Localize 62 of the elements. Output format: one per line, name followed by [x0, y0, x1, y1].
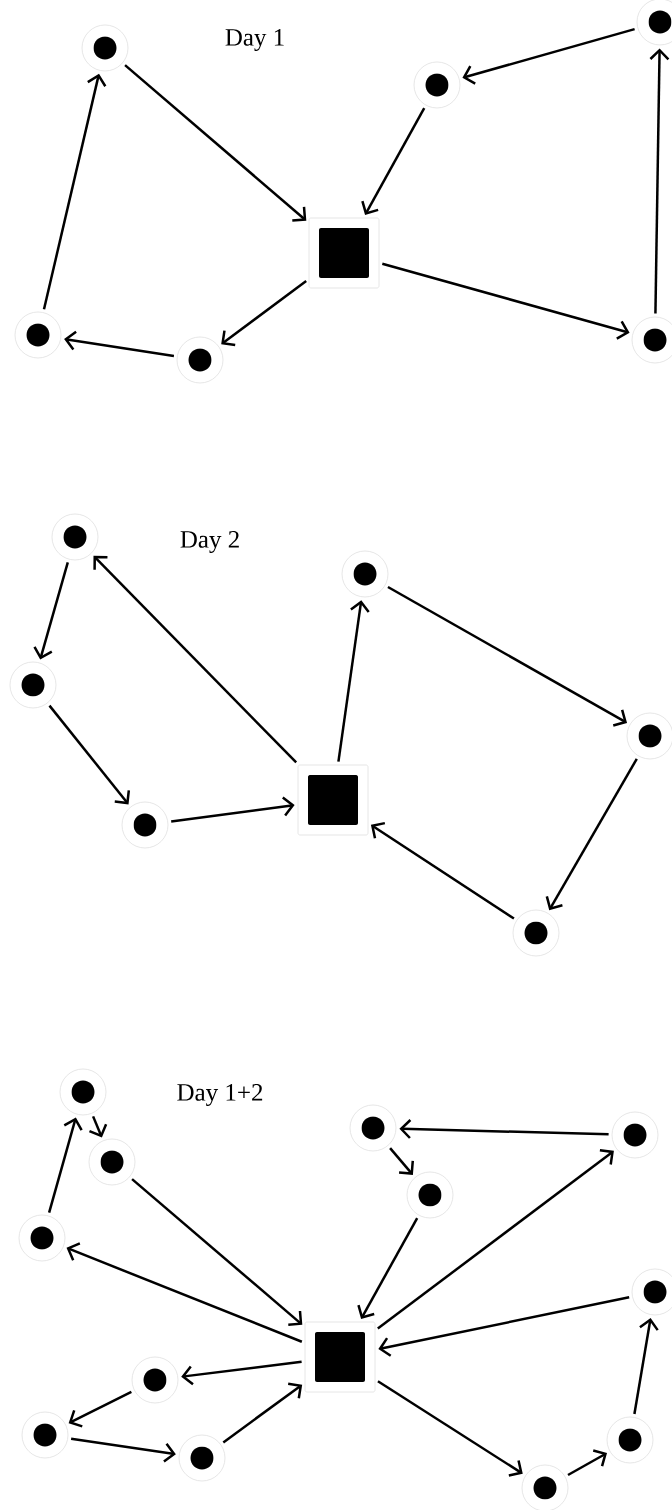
dot-node [349, 1104, 397, 1152]
arrow [47, 1117, 83, 1213]
arrow [545, 758, 638, 911]
arrow [389, 1147, 415, 1175]
arrow [381, 262, 630, 340]
arrow [337, 600, 370, 762]
arrow [124, 64, 307, 222]
arrow [181, 1360, 302, 1386]
square-node [304, 1321, 376, 1393]
arrow [649, 48, 670, 314]
arrow [633, 1318, 659, 1415]
arrow [221, 280, 307, 347]
arrow [357, 1217, 419, 1319]
dot-node [9, 661, 57, 709]
arrow [387, 585, 628, 727]
arrow [378, 1296, 630, 1357]
square-node [308, 217, 380, 289]
dot-node [413, 61, 461, 109]
arrow [377, 1380, 523, 1477]
dot-node [51, 513, 99, 561]
dot-node [521, 1464, 569, 1510]
arrow [370, 821, 515, 920]
arrow [377, 1148, 614, 1330]
arrow [222, 1382, 303, 1444]
dot-node [341, 550, 389, 598]
panel-title: Day 1 [225, 29, 284, 51]
arrow [567, 1449, 607, 1477]
dot-node [512, 909, 560, 957]
dot-node [14, 311, 62, 359]
arrow [93, 555, 298, 764]
dot-node [81, 24, 129, 72]
dot-node [611, 1111, 659, 1159]
arrow [131, 1178, 303, 1326]
arrow [361, 107, 426, 215]
dot-node [121, 801, 169, 849]
panel-title: Day 2 [180, 531, 239, 553]
arrow [66, 1242, 303, 1343]
dot-node [631, 316, 672, 364]
panel-title: Day 1+2 [177, 1084, 263, 1106]
dot-node [176, 336, 224, 384]
arrow [88, 1115, 108, 1138]
dot-node [606, 1416, 654, 1464]
dot-node [88, 1138, 136, 1186]
dot-node [631, 1268, 672, 1316]
arrow [399, 1119, 609, 1139]
arrow [171, 796, 295, 823]
arrow [48, 704, 131, 805]
arrow [462, 27, 635, 85]
arrow [64, 330, 175, 358]
dot-node [21, 1411, 69, 1459]
dot-node [636, 0, 672, 46]
dot-node [18, 1214, 66, 1262]
arrow [42, 73, 107, 310]
arrow [70, 1437, 176, 1463]
dot-node [131, 1356, 179, 1404]
dot-node [178, 1434, 226, 1482]
dot-node [406, 1171, 454, 1219]
dot-node [59, 1068, 107, 1116]
arrow [68, 1390, 132, 1428]
square-node [297, 764, 369, 836]
dot-node [626, 712, 672, 760]
arrow [33, 562, 69, 660]
